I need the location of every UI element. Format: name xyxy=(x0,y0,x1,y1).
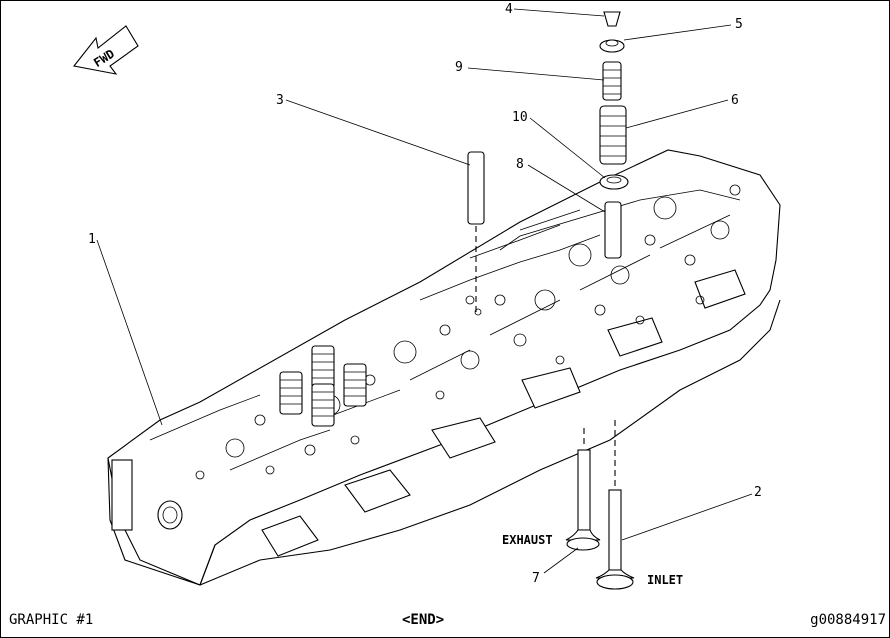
valve-retainer xyxy=(599,39,625,53)
valve-keeper xyxy=(603,11,621,27)
callout-10: 10 xyxy=(512,110,528,125)
callout-5: 5 xyxy=(735,17,743,32)
fwd-label: FWD xyxy=(91,47,117,70)
inner-spring xyxy=(602,61,622,101)
outer-spring xyxy=(599,105,627,165)
graphic-number: GRAPHIC #1 xyxy=(9,612,94,628)
callout-7: 7 xyxy=(532,571,540,586)
callout-3: 3 xyxy=(276,93,284,108)
inlet-valve xyxy=(595,420,635,590)
end-marker: <END> xyxy=(402,612,445,628)
callout-4: 4 xyxy=(505,2,513,17)
callout-6: 6 xyxy=(731,93,739,108)
graphic-id: g00884917 xyxy=(810,612,886,628)
spring-seat xyxy=(599,174,629,190)
cylinder-head xyxy=(107,149,781,586)
installed-valve-springs xyxy=(279,345,367,427)
exhaust-label: EXHAUST xyxy=(502,533,553,547)
callout-8: 8 xyxy=(516,157,524,172)
callout-9: 9 xyxy=(455,60,463,75)
callout-2: 2 xyxy=(754,485,762,500)
exhaust-valve xyxy=(565,428,601,551)
fwd-arrow-icon: FWD xyxy=(73,25,139,75)
valve-guide xyxy=(604,201,622,259)
sleeve xyxy=(467,151,485,312)
inlet-label: INLET xyxy=(647,573,683,587)
leader-lines xyxy=(96,8,753,574)
callout-1: 1 xyxy=(88,232,96,247)
bolt-holes xyxy=(195,184,741,480)
